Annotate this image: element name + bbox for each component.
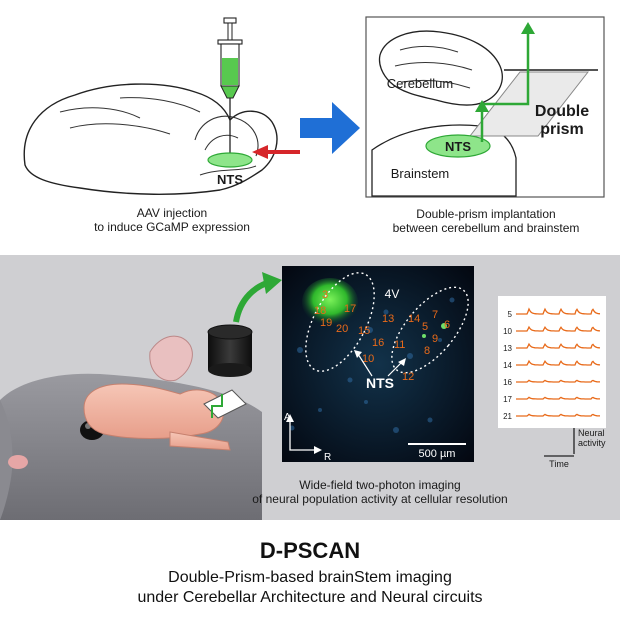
footer-subtitle-1: Double-Prism-based brainStem imaging [168,569,452,586]
footer-subtitle-2: under Cerebellar Architecture and Neural… [137,589,483,606]
activity-label-2: activity [578,438,606,448]
background-cells [289,297,455,433]
rodent-panel [0,272,282,520]
nts-injection-site [207,152,253,168]
roi-label: 18 [314,305,326,317]
trace-group: 5 10 13 14 16 17 21 [503,307,601,421]
roi-label: 7 [432,309,438,321]
prism-label-2: prism [540,121,584,138]
nts-label-implant: NTS [445,139,471,154]
activity-trace [516,413,600,417]
orientation-axes [289,420,316,451]
roi-label: 3 [322,289,328,301]
ventricle-label: 4V [385,287,400,301]
footer-title: D-PSCAN [259,538,361,563]
syringe-fluid [222,58,238,85]
activity-trace [516,359,601,366]
trace-row-label: 14 [503,361,512,370]
implant-caption-1: Double-prism implantation [416,207,555,221]
nts-label-injection: NTS [217,172,243,187]
brain-outline [23,83,278,195]
imaging-caption-1: Wide-field two-photon imaging [299,478,460,492]
trace-row-label: 10 [503,327,512,336]
blue-arrow [300,102,360,154]
activity-trace [516,325,601,332]
roi-outline-left [305,272,375,372]
activity-trace [516,379,600,383]
trace-panel-bg [498,296,606,428]
injection-caption-2: to induce GCaMP expression [94,220,250,234]
trace-row-label: 5 [508,310,513,319]
axis-right-label: R [324,452,331,463]
activity-label-1: Neural [578,428,605,438]
trace-row-label: 21 [503,412,512,421]
light-path [480,30,530,142]
roi-label: 16 [372,337,384,349]
nts-implant-site [425,134,491,158]
implant-panel: Cerebellum Brainstem NTS Double prism Do… [365,16,605,235]
activity-trace [516,396,600,400]
axis-anterior-label: A [284,412,291,423]
roi-label: 12 [402,371,414,383]
roi-label: 15 [358,325,370,337]
roi-outline-right [391,286,469,374]
trace-panel: 5 10 13 14 16 17 21 Neural activity Time [498,296,606,469]
scale-bar-label: 500 µm [419,448,456,460]
roi-label: 19 [320,317,332,329]
roi-label: 11 [394,339,405,351]
trace-row-label: 13 [503,344,512,353]
injection-caption-1: AAV injection [137,206,207,220]
roi-label: 20 [336,323,348,335]
imaging-panel: 4V 3 18 19 20 17 13 15 16 11 10 14 5 7 6… [252,266,508,506]
roi-label: 14 [408,313,420,325]
trace-row-label: 16 [503,378,512,387]
cerebellum-outline [378,30,503,106]
roi-label: 8 [424,345,430,357]
roi-label: 5 [422,321,428,333]
time-label: Time [549,459,569,469]
rodent-ear [149,335,193,382]
roi-label: 10 [362,353,374,365]
gcamp-signal [302,278,358,326]
roi-label: 9 [432,333,438,345]
roi-label: 17 [344,303,356,315]
activity-trace [516,307,601,315]
red-arrow [252,145,300,159]
prism-label-1: Double [535,103,589,120]
nts-label-imaging: NTS [366,375,394,391]
activity-trace [516,342,601,349]
footer-background [0,520,620,620]
imaging-caption-2: of neural population activity at cellula… [252,492,507,506]
injection-panel: NTS AAV injection to induce GCaMP expres… [23,17,300,234]
cerebellum-label: Cerebellum [387,76,453,91]
roi-label: 6 [444,319,450,331]
mouse-brain [83,383,224,439]
roi-label: 13 [382,313,394,325]
trace-row-label: 17 [503,395,512,404]
implant-caption-2: between cerebellum and brainstem [393,221,580,235]
rodent-nose [8,455,28,469]
brainstem-label: Brainstem [391,166,450,181]
syringe-plunger [223,17,237,24]
